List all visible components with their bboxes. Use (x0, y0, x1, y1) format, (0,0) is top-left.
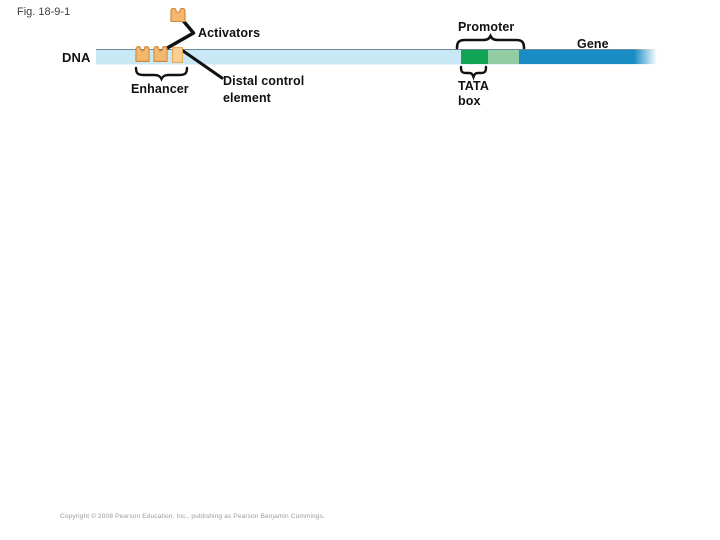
tata-brace (459, 65, 488, 81)
tata-label-line2: box (458, 93, 481, 108)
distal-label-line2: element (223, 90, 271, 105)
enhancer-brace (134, 66, 189, 82)
gene-label: Gene (577, 37, 609, 51)
dna-strand (96, 49, 657, 65)
tata-box-segment (461, 50, 488, 64)
figure-label: Fig. 18-9-1 (17, 6, 71, 18)
dna-label: DNA (62, 50, 91, 65)
copyright-notice: Copyright © 2008 Pearson Education, Inc.… (60, 513, 325, 520)
gene-segment (519, 50, 657, 64)
activator-protein-icon (153, 46, 168, 62)
activator-protein-icon (135, 46, 150, 62)
tata-box-label: TATA box (458, 79, 489, 108)
enhancer-label: Enhancer (131, 82, 189, 96)
activator-protein-icon (170, 7, 186, 22)
distal-control-element-block (172, 47, 183, 63)
promoter-brace (455, 33, 526, 50)
tata-label-line1: TATA (458, 79, 489, 93)
proximal-promoter-segment (488, 50, 519, 64)
distal-control-element-label: Distal control element (223, 73, 304, 106)
activators-label: Activators (198, 26, 261, 40)
distal-label-line1: Distal control (223, 74, 305, 88)
promoter-label: Promoter (458, 20, 515, 34)
